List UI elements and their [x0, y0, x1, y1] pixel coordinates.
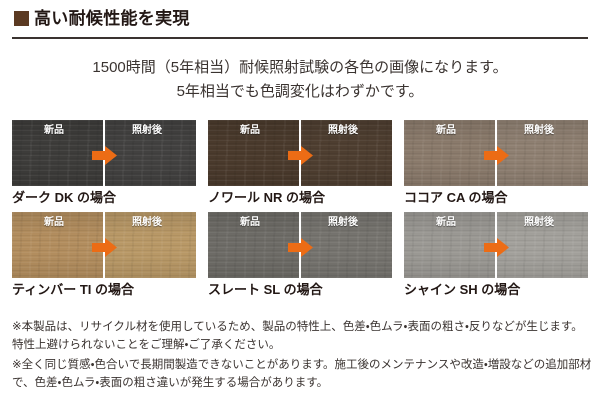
swatch-shading	[497, 212, 588, 278]
sample-cell: 新品 照射後ティンバー TI の場合	[12, 212, 196, 300]
swatch-before	[12, 212, 103, 278]
label-after: 照射後	[328, 217, 358, 228]
sample-cell: 新品 照射後スレート SL の場合	[208, 212, 392, 300]
sample-swatch: 新品 照射後	[208, 120, 392, 186]
grain-streak-icon	[105, 212, 196, 278]
grain-streak-icon	[105, 120, 196, 186]
swatch-after	[497, 120, 588, 186]
label-before: 新品	[240, 217, 260, 228]
note-item: ※全く同じ質感・色合いで長期間製造できないことがあります。施工後のメンテナンスや…	[12, 359, 592, 389]
swatch-before	[404, 212, 495, 278]
sample-cell: 新品 照射後ダーク DK の場合	[12, 120, 196, 208]
swatch-shading	[497, 120, 588, 186]
arrow-right-icon	[92, 238, 117, 257]
grain-streak-icon	[404, 212, 495, 278]
grain-texture-icon	[497, 212, 588, 278]
grain-texture-icon	[105, 212, 196, 278]
swatch-shading	[301, 120, 392, 186]
sample-caption: シャイン SH の場合	[404, 282, 521, 297]
sample-caption: ココア CA の場合	[404, 190, 508, 205]
sample-caption: ノワール NR の場合	[208, 190, 326, 205]
grain-texture-icon	[12, 212, 103, 278]
grain-texture-icon	[301, 212, 392, 278]
label-before: 新品	[44, 217, 64, 228]
page-title: 高い耐候性能を実現	[34, 9, 190, 28]
swatch-after	[301, 120, 392, 186]
sample-swatch: 新品 照射後	[12, 120, 196, 186]
swatch-after	[497, 212, 588, 278]
subtitle-block: 1500時間（5年相当）耐候照射試験の各色の画像になります。 5年相当でも色調変…	[0, 56, 600, 104]
arrow-right-icon	[288, 146, 313, 165]
swatch-shading	[208, 120, 299, 186]
header-divider	[12, 37, 588, 39]
grain-streak-icon	[404, 120, 495, 186]
sample-cell: 新品 照射後ココア CA の場合	[404, 120, 588, 208]
swatch-before	[208, 120, 299, 186]
arrow-right-icon	[92, 146, 117, 165]
label-after: 照射後	[524, 125, 554, 136]
sample-cell: 新品 照射後ノワール NR の場合	[208, 120, 392, 208]
swatch-before	[404, 120, 495, 186]
sample-swatch: 新品 照射後	[12, 212, 196, 278]
sample-grid: 新品照射後ダーク DK の場合新品照射後ノワール NR の場合新品照射後ココア …	[12, 120, 588, 300]
grain-texture-icon	[105, 120, 196, 186]
swatch-shading	[404, 212, 495, 278]
page-header: 高い耐候性能を実現	[0, 0, 600, 40]
swatch-before	[208, 212, 299, 278]
grain-streak-icon	[301, 212, 392, 278]
grain-texture-icon	[208, 212, 299, 278]
note-item: ※本製品は、リサイクル材を使用しているため、製品の特性上、色差・色ムラ・表面の粗…	[12, 321, 583, 351]
arrow-right-icon	[288, 238, 313, 257]
label-before: 新品	[44, 125, 64, 136]
label-after: 照射後	[132, 125, 162, 136]
swatch-shading	[12, 212, 103, 278]
swatch-shading	[208, 212, 299, 278]
swatch-after	[105, 212, 196, 278]
grain-texture-icon	[497, 120, 588, 186]
grain-texture-icon	[404, 212, 495, 278]
grain-texture-icon	[301, 120, 392, 186]
swatch-shading	[404, 120, 495, 186]
grain-texture-icon	[208, 120, 299, 186]
label-after: 照射後	[132, 217, 162, 228]
swatch-shading	[12, 120, 103, 186]
grain-texture-icon	[12, 120, 103, 186]
notes-block: ※本製品は、リサイクル材を使用しているため、製品の特性上、色差・色ムラ・表面の粗…	[12, 318, 592, 394]
swatch-shading	[301, 212, 392, 278]
label-after: 照射後	[524, 217, 554, 228]
label-before: 新品	[436, 125, 456, 136]
label-before: 新品	[436, 217, 456, 228]
grain-texture-icon	[404, 120, 495, 186]
grain-streak-icon	[208, 120, 299, 186]
sample-caption: ダーク DK の場合	[12, 190, 117, 205]
arrow-right-icon	[484, 238, 509, 257]
grain-streak-icon	[301, 120, 392, 186]
sample-caption: ティンバー TI の場合	[12, 282, 134, 297]
sample-cell: 新品 照射後シャイン SH の場合	[404, 212, 588, 300]
swatch-after	[301, 212, 392, 278]
grain-streak-icon	[208, 212, 299, 278]
swatch-before	[12, 120, 103, 186]
sample-swatch: 新品 照射後	[404, 120, 588, 186]
sample-swatch: 新品 照射後	[208, 212, 392, 278]
arrow-right-icon	[484, 146, 509, 165]
swatch-after	[105, 120, 196, 186]
grain-streak-icon	[12, 212, 103, 278]
subtitle-line-1: 1500時間（5年相当）耐候照射試験の各色の画像になります。	[92, 59, 508, 76]
label-after: 照射後	[328, 125, 358, 136]
label-before: 新品	[240, 125, 260, 136]
grain-streak-icon	[497, 212, 588, 278]
sample-caption: スレート SL の場合	[208, 282, 323, 297]
swatch-shading	[105, 120, 196, 186]
sample-swatch: 新品 照射後	[404, 212, 588, 278]
section-marker-icon	[14, 11, 29, 26]
grain-streak-icon	[12, 120, 103, 186]
swatch-shading	[105, 212, 196, 278]
grain-streak-icon	[497, 120, 588, 186]
subtitle-line-2: 5年相当でも色調変化はわずかです。	[176, 83, 424, 100]
